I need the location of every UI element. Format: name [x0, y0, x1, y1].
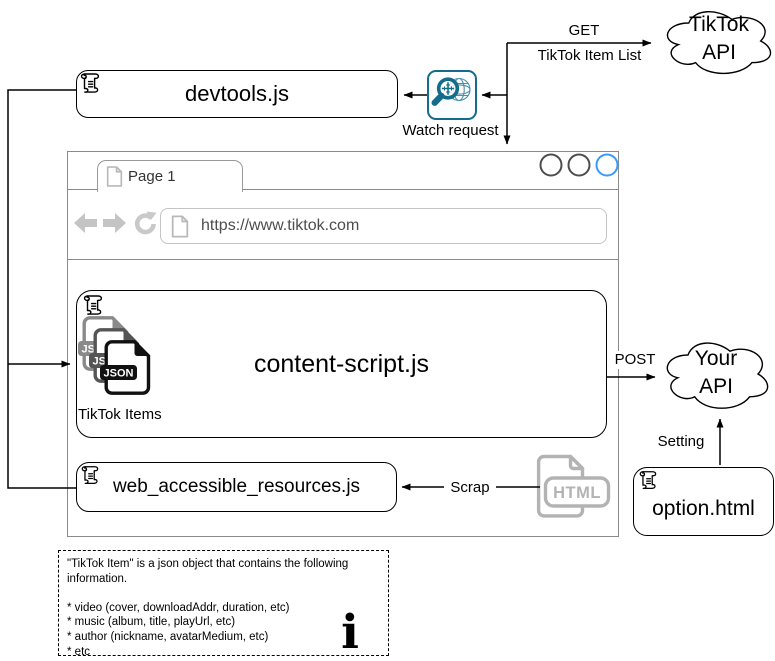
note-line: * video (cover, downloadAddr, duration, …	[67, 601, 290, 614]
node-option-html: option.html	[633, 467, 774, 536]
node-option-label: option.html	[652, 497, 755, 520]
page-icon	[106, 166, 123, 187]
window-control-active[interactable]	[595, 153, 619, 177]
note-line: * author (nickname, avatarMedium, etc)	[67, 630, 269, 643]
script-scroll-icon	[81, 293, 105, 317]
note-line: * etc	[67, 645, 91, 658]
tiktok-item-note: "TikTok Item" is a json object that cont…	[58, 550, 389, 658]
note-line: * music (album, title, playUrl, etc)	[67, 616, 236, 629]
note-line: information.	[67, 572, 128, 585]
node-web-accessible-resources: web_accessible_resources.js	[76, 462, 397, 512]
node-devtools: devtools.js	[76, 70, 398, 118]
scrap-label: Scrap	[444, 479, 496, 496]
watch-request-icon	[427, 70, 477, 120]
node-war-label: web_accessible_resources.js	[112, 476, 361, 497]
setting-label: Setting	[657, 433, 705, 451]
html-file-icon: HTML	[536, 454, 611, 518]
node-content-script-label: content-script.js	[253, 349, 430, 378]
window-control-1[interactable]	[539, 153, 563, 177]
node-devtools-label: devtools.js	[185, 81, 289, 106]
magnifying-glass-icon	[431, 77, 460, 106]
edge-left-rail	[7, 89, 76, 489]
tab-label: Page 1	[128, 168, 176, 185]
toolbar-separator	[68, 259, 618, 260]
your-api-label: Your API	[694, 347, 738, 398]
note-line	[67, 586, 380, 601]
watch-request-label: Watch request	[402, 122, 499, 140]
note-line: "TikTok Item" is a json object that cont…	[67, 558, 349, 570]
json-files-stack-icon: JSON JSON JSON	[78, 316, 151, 395]
script-scroll-icon	[637, 469, 659, 491]
tiktok-items-label: TikTok Items	[78, 406, 162, 424]
script-scroll-icon	[78, 71, 102, 95]
window-control-2[interactable]	[567, 153, 591, 177]
svg-text:JSON: JSON	[104, 368, 134, 380]
reload-button-icon[interactable]	[133, 211, 157, 237]
back-button-icon[interactable]	[74, 212, 98, 234]
url-bar[interactable]: https://www.tiktok.com	[160, 208, 607, 244]
node-content-script: content-script.js	[76, 290, 607, 438]
browser-tab[interactable]: Page 1	[97, 160, 243, 192]
window-controls[interactable]	[538, 153, 620, 177]
tiktok-api-label: TikTok API	[689, 13, 749, 64]
get-payload-label: TikTok Item List	[537, 47, 642, 65]
forward-button-icon[interactable]	[102, 212, 126, 234]
url-input[interactable]: https://www.tiktok.com	[201, 217, 360, 234]
page-icon	[171, 215, 189, 238]
post-label: POST	[610, 351, 660, 369]
svg-text:HTML: HTML	[553, 484, 601, 502]
info-icon: i	[341, 605, 359, 660]
script-scroll-icon	[79, 464, 101, 486]
get-label: GET	[568, 22, 600, 40]
tabbar-separator	[68, 189, 618, 190]
